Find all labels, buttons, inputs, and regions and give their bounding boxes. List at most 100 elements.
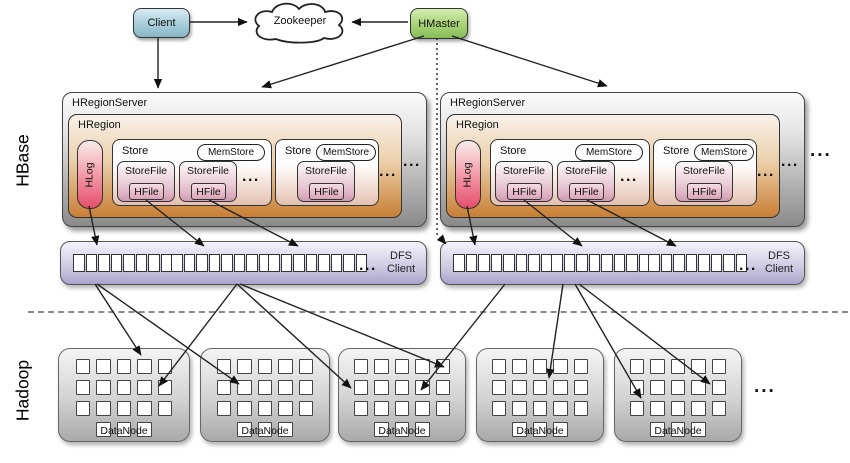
dfs-client-box-1: ... DFS Client xyxy=(60,241,427,285)
block-square xyxy=(576,254,588,272)
datanode-label: DataNode xyxy=(654,425,702,437)
block-square xyxy=(711,359,727,374)
block-square xyxy=(670,401,686,416)
block-square xyxy=(116,401,132,416)
block-square xyxy=(691,422,706,437)
datanode-box: DataNode xyxy=(58,348,190,442)
block-square xyxy=(512,380,527,395)
block-square xyxy=(435,380,451,395)
block-square xyxy=(691,380,706,395)
block-square xyxy=(491,380,507,395)
store-label: Store xyxy=(122,145,149,157)
storefile-box: StoreFile HFile xyxy=(557,161,615,202)
block-square xyxy=(123,254,135,272)
block-square xyxy=(685,254,697,272)
block-square xyxy=(196,254,208,272)
block-square xyxy=(490,254,502,272)
block-square xyxy=(394,422,410,437)
block-square xyxy=(233,254,245,272)
block-square xyxy=(75,401,91,416)
block-square xyxy=(183,254,195,272)
memstore-pill: MemStore xyxy=(316,144,376,161)
block-square xyxy=(96,401,111,416)
block-square xyxy=(237,422,252,437)
ellipsis: ... xyxy=(781,153,799,170)
block-square xyxy=(532,422,548,437)
block-square xyxy=(710,254,722,272)
block-square xyxy=(573,359,589,374)
block-square xyxy=(135,254,147,272)
block-square xyxy=(374,359,389,374)
ellipsis: ... xyxy=(810,140,832,161)
block-square xyxy=(512,359,527,374)
block-square xyxy=(374,422,389,437)
block-square-group xyxy=(268,254,367,272)
block-square xyxy=(670,359,686,374)
block-square xyxy=(157,401,173,416)
block-square xyxy=(512,401,527,416)
block-square-group xyxy=(551,254,650,272)
block-square xyxy=(629,380,645,395)
block-square xyxy=(353,380,369,395)
block-square xyxy=(573,401,589,416)
datanode-box: DataNode xyxy=(614,348,742,442)
block-square xyxy=(601,254,613,272)
block-square xyxy=(650,422,665,437)
block-square xyxy=(96,380,111,395)
hfile-box: HFile xyxy=(309,183,344,200)
block-square xyxy=(75,359,91,374)
memstore-pill: MemStore xyxy=(197,144,265,161)
dfs-client-label-line1: DFS xyxy=(390,250,412,262)
block-square xyxy=(491,401,507,416)
block-square xyxy=(257,380,273,395)
hlog-label: HLog xyxy=(462,161,475,188)
block-square xyxy=(137,401,152,416)
block-square xyxy=(237,359,252,374)
ellipsis: ... xyxy=(403,153,421,170)
ellipsis: ... xyxy=(620,168,638,185)
block-square xyxy=(353,359,369,374)
block-square xyxy=(330,254,342,272)
block-square xyxy=(221,254,233,272)
block-square xyxy=(670,422,686,437)
block-square xyxy=(626,254,638,272)
block-square xyxy=(629,401,645,416)
dfs-client-label-line2: Client xyxy=(764,262,794,275)
block-square xyxy=(551,254,563,272)
block-square xyxy=(613,254,625,272)
block-square xyxy=(394,401,410,416)
block-square xyxy=(453,254,465,272)
dfs-client-label: DFS Client xyxy=(757,250,801,276)
block-square xyxy=(491,359,507,374)
block-square xyxy=(237,380,252,395)
block-square xyxy=(268,254,280,272)
block-square xyxy=(629,359,645,374)
dfs-client-box-2: ... DFS Client xyxy=(440,241,805,285)
block-square xyxy=(355,254,367,272)
block-square xyxy=(648,254,660,272)
block-square xyxy=(137,359,152,374)
block-square xyxy=(116,380,132,395)
block-square xyxy=(216,359,232,374)
hregion-box: HRegion HLog Store MemStore StoreFile HF… xyxy=(68,114,402,218)
storefile-label: StoreFile xyxy=(564,165,607,177)
block-square xyxy=(208,254,220,272)
block-square xyxy=(137,422,152,437)
block-square xyxy=(415,359,430,374)
block-square xyxy=(528,254,540,272)
block-square xyxy=(216,380,232,395)
block-square-group xyxy=(171,254,270,272)
hadoop-section-label: Hadoop xyxy=(12,359,33,422)
hregionserver-title: HRegionServer xyxy=(450,97,526,109)
block-square xyxy=(278,422,293,437)
block-square xyxy=(96,359,111,374)
block-square xyxy=(735,254,747,272)
block-square xyxy=(563,254,575,272)
storefile-label: StoreFile xyxy=(682,165,725,177)
block-square xyxy=(691,401,706,416)
storefile-box: StoreFile HFile xyxy=(117,161,175,202)
hlog-box: HLog xyxy=(455,140,481,209)
block-square xyxy=(435,401,451,416)
datanode-box: DataNode xyxy=(476,348,604,442)
